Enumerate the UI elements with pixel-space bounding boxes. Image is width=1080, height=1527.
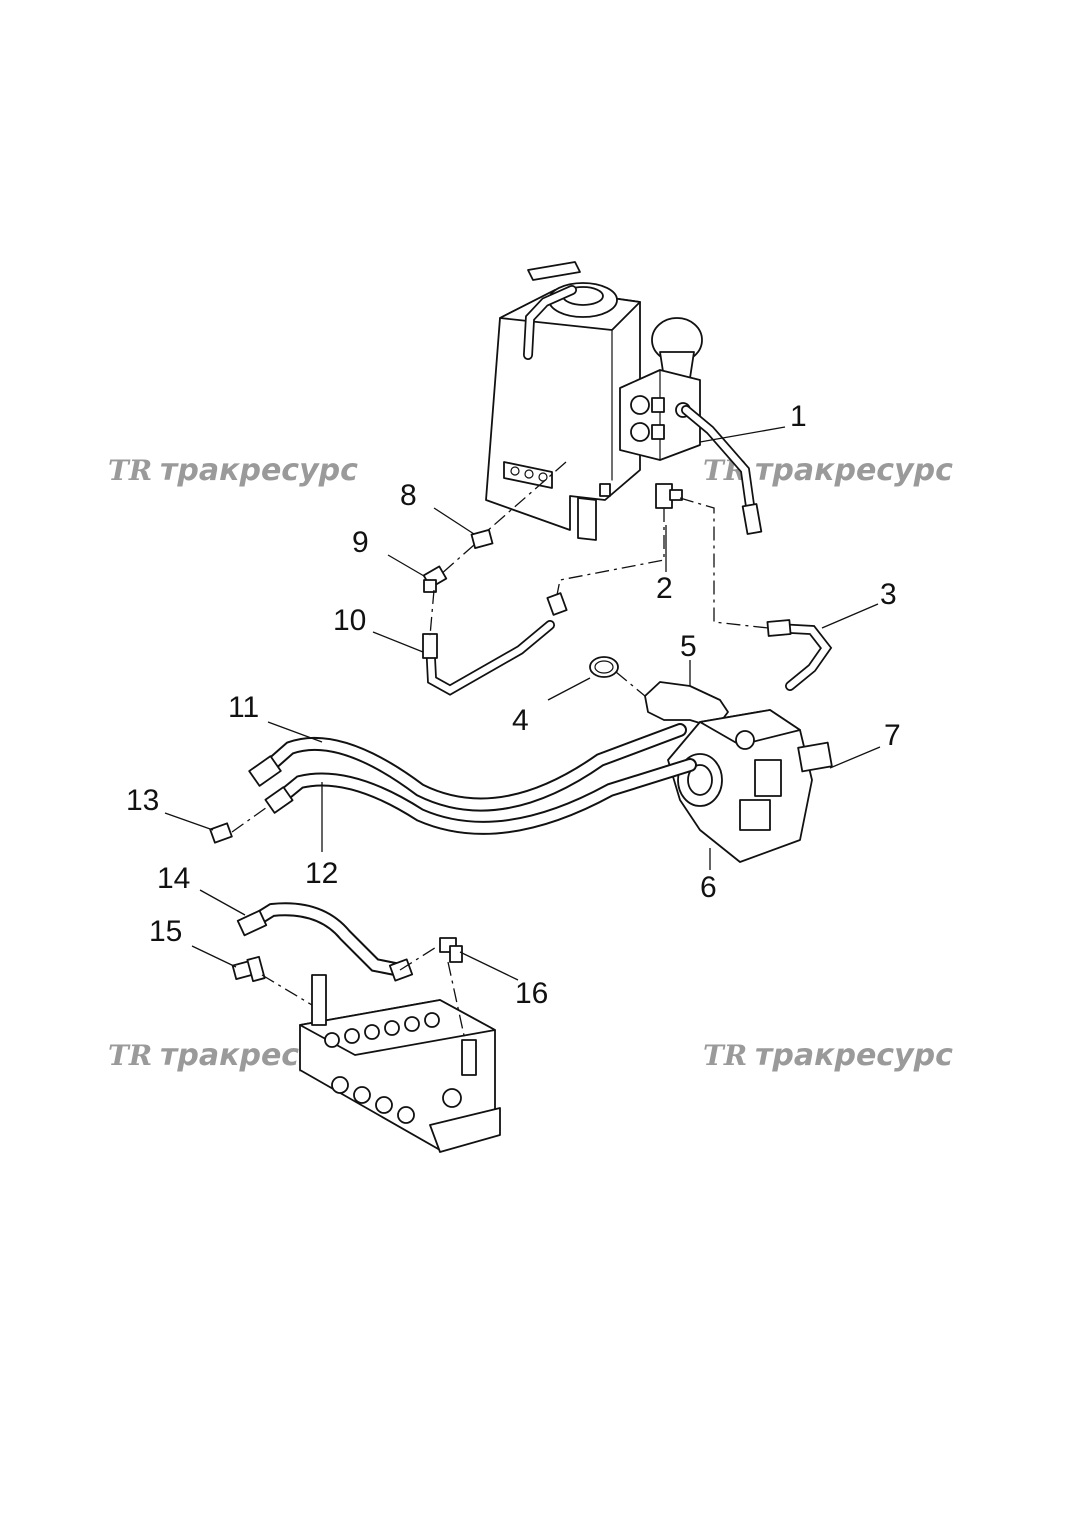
elbow-fitting-9 bbox=[387, 554, 448, 593]
callout-10: 10 bbox=[333, 604, 366, 637]
callout-12: 12 bbox=[305, 857, 338, 890]
hose-clamp-4 bbox=[547, 656, 619, 701]
watermark-logo: TR bbox=[108, 454, 152, 487]
tee-fitting-15 bbox=[191, 945, 266, 983]
callout-8: 8 bbox=[400, 479, 417, 512]
callout-13: 13 bbox=[126, 784, 159, 817]
long-hose-11 bbox=[248, 721, 687, 812]
watermark-text: тракресурс bbox=[755, 1038, 953, 1073]
callout-1: 1 bbox=[790, 400, 807, 433]
connection-lines bbox=[231, 461, 769, 1041]
elbow-fitting-16 bbox=[439, 937, 519, 981]
hydraulic-pump-6 bbox=[667, 709, 813, 870]
suction-hose-5 bbox=[644, 660, 729, 729]
callout-4: 4 bbox=[512, 704, 529, 737]
callout-15: 15 bbox=[149, 915, 182, 948]
watermark-logo: TR bbox=[108, 1039, 152, 1072]
callout-6: 6 bbox=[700, 871, 717, 904]
pressure-hose-1 bbox=[681, 405, 786, 535]
hydraulic-tank bbox=[485, 261, 641, 541]
watermark-logo: TR bbox=[703, 1039, 747, 1072]
callout-2: 2 bbox=[656, 572, 673, 605]
watermark-top-left: TR тракресурс bbox=[108, 453, 358, 488]
plug-fitting-8 bbox=[433, 507, 494, 549]
watermark-text: тракресурс bbox=[755, 453, 953, 488]
suction-hose-10 bbox=[372, 592, 568, 696]
elbow-fitting-13 bbox=[164, 812, 233, 844]
callout-7: 7 bbox=[884, 719, 901, 752]
callout-14: 14 bbox=[157, 862, 190, 895]
hose-3 bbox=[766, 603, 879, 691]
control-valve-bank bbox=[299, 974, 501, 1153]
callout-5: 5 bbox=[680, 630, 697, 663]
callout-9: 9 bbox=[352, 526, 369, 559]
hose-14 bbox=[199, 889, 414, 982]
callout-labels: 1 2 3 4 5 6 7 8 9 10 11 12 13 14 15 16 bbox=[126, 400, 901, 1010]
watermark-bottom-right: TR тракресурс bbox=[703, 1038, 953, 1073]
tee-fitting-2 bbox=[655, 483, 683, 572]
callout-11: 11 bbox=[228, 691, 259, 724]
callout-16: 16 bbox=[515, 977, 548, 1010]
callout-3: 3 bbox=[880, 578, 897, 611]
long-hose-12 bbox=[264, 758, 697, 852]
watermark-text: тракресурс bbox=[160, 453, 358, 488]
fitting-7 bbox=[797, 741, 881, 773]
